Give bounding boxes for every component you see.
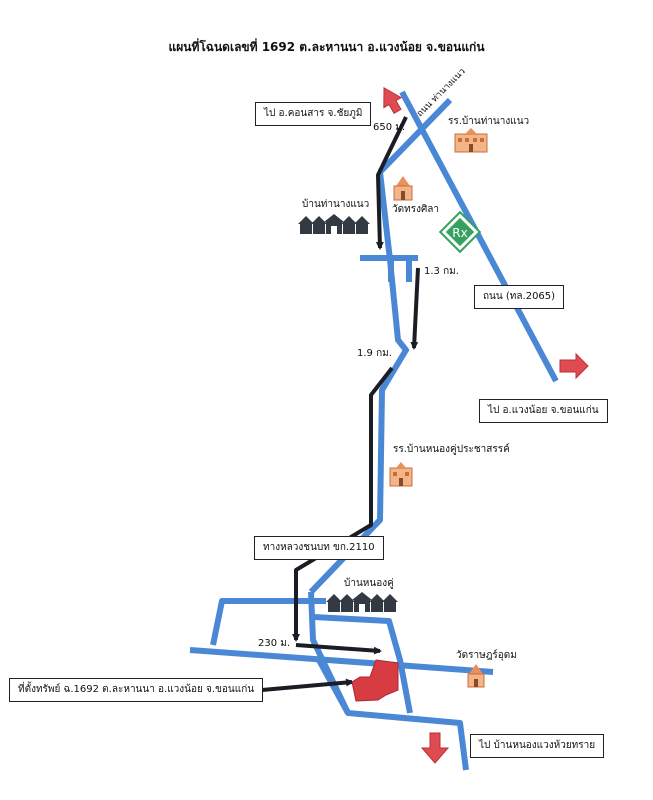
road-network <box>189 90 559 771</box>
label-temple-song: วัดทรงศิลา <box>392 204 440 215</box>
road-highway-2065 <box>399 90 559 383</box>
label-village-nong: บ้านหนองคู่ <box>344 578 394 589</box>
label-distance-1-3km: 1.3 กม. <box>424 266 459 277</box>
road-loop-east <box>313 614 413 714</box>
road-tha-nang-naeo <box>377 97 453 175</box>
pharmacy-icon: Rx <box>438 210 482 254</box>
route-leg-property <box>261 678 354 692</box>
temple-icon <box>393 176 413 201</box>
route-leg-1-9km <box>292 366 394 642</box>
direction-arrow-icon <box>383 87 403 114</box>
label-distance-650m: 650 ม. <box>373 122 406 133</box>
road-main-north-south <box>308 171 409 595</box>
school-building-icon <box>389 462 413 487</box>
house-row-icon <box>298 214 370 234</box>
travel-route <box>261 116 420 692</box>
school-building-icon <box>454 128 488 153</box>
route-leg-650m <box>375 116 408 250</box>
box-highway-2110: ทางหลวงชนบท ขก.2110 <box>254 536 384 560</box>
svg-text:Rx: Rx <box>452 226 467 240</box>
box-to-waengnoi: ไป อ.แวงน้อย จ.ขอนแก่น <box>479 399 608 423</box>
box-to-nongwaeng: ไป บ้านหนองแวงห้วยทราย <box>470 734 605 758</box>
label-distance-230m: 230 ม. <box>258 638 291 649</box>
temple-icon <box>467 664 485 688</box>
label-distance-1-9km: 1.9 กม. <box>357 348 392 359</box>
property-parcel-icon <box>351 659 399 702</box>
map-title: แผนที่โฉนดเลขที่ 1692 ต.ละหานนา อ.แวงน้อ… <box>168 40 485 54</box>
road-branch-south <box>316 658 351 715</box>
road-east-west-main <box>189 647 494 675</box>
box-road-2065: ถนน (ทล.2065) <box>474 285 565 309</box>
direction-arrow-icon <box>559 352 589 380</box>
label-school-top: รร.บ้านท่านางแนว <box>448 116 530 127</box>
direction-arrow-icon <box>420 732 450 764</box>
label-school-nong: รร.บ้านหนองคู่ประชาสรรค์ <box>393 444 510 455</box>
box-to-khonsan: ไป อ.คอนสาร จ.ชัยภูมิ <box>255 102 372 126</box>
road-nong-khu-loop <box>210 598 326 646</box>
box-property: ที่ตั้งทรัพย์ ฉ.1692 ต.ละหานนา อ.แวงน้อย… <box>9 678 264 702</box>
route-leg-1-3km <box>410 267 420 350</box>
house-row-icon <box>326 592 398 612</box>
label-village-tha: บ้านท่านางแนว <box>302 199 370 210</box>
route-leg-230m <box>295 643 382 655</box>
direction-arrows <box>383 87 589 764</box>
label-temple-rat: วัดราษฎร์อุดม <box>456 650 517 661</box>
